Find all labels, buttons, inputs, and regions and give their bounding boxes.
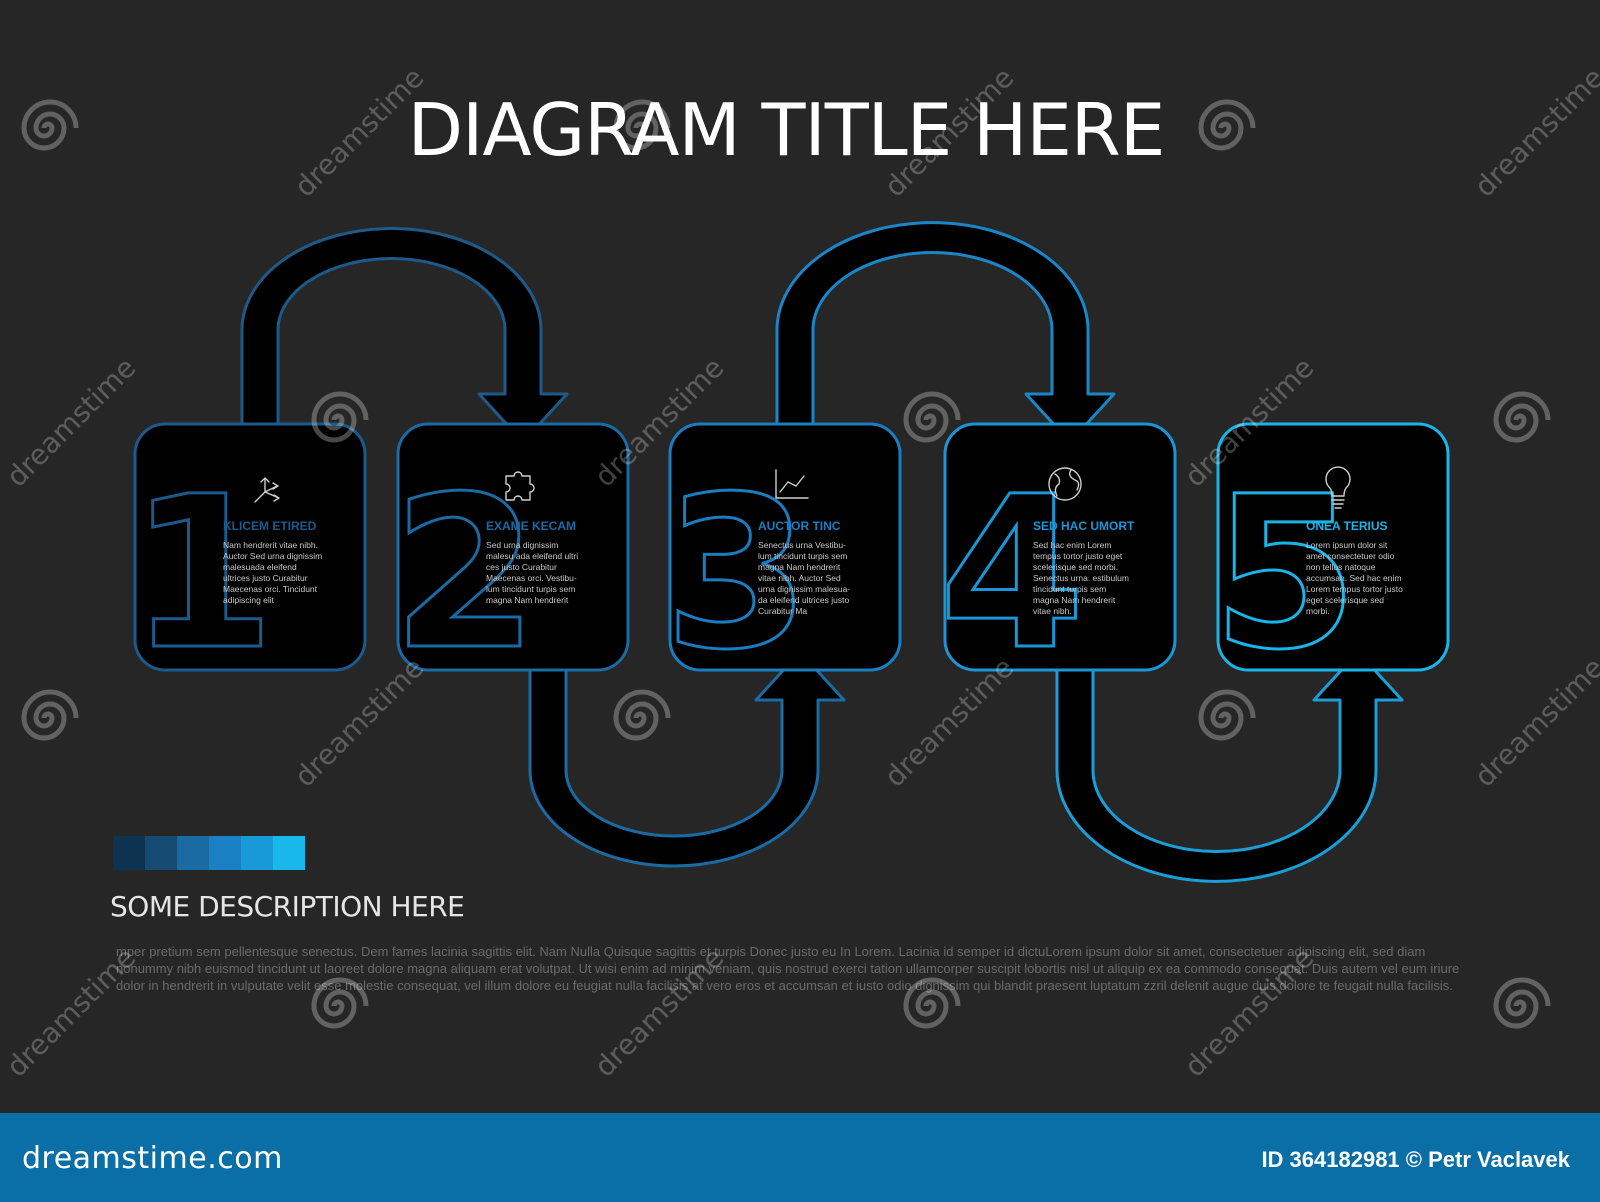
palette-swatch xyxy=(177,836,209,870)
step-text-line: Lorem tempus tortor justo xyxy=(1306,584,1403,594)
step-text-line: morbi. xyxy=(1306,606,1330,616)
step-text-line: lum tincidunt turpis sem xyxy=(486,584,575,594)
step-text-line: magna Nam hendrerit xyxy=(486,595,569,605)
step-number: 1 xyxy=(129,451,275,696)
puzzle-icon xyxy=(505,471,535,501)
step-text-line: tincidunt turpis sem xyxy=(1033,584,1106,594)
step-heading: ONEA TERIUS xyxy=(1306,519,1388,533)
lightbulb-icon xyxy=(1325,466,1351,509)
step-text-line: Maecenas orci. Vestibu- xyxy=(486,573,577,583)
palette-swatch xyxy=(145,836,177,870)
step-box xyxy=(1216,422,1450,672)
step-box xyxy=(943,422,1177,672)
network-arrows-icon xyxy=(254,477,280,503)
step-text-line: eget scelerisque sed xyxy=(1306,595,1384,605)
step-text-line: accumsan. Sed hac enim xyxy=(1306,573,1401,583)
step-text-line: Senectus urna Vestibu- xyxy=(758,540,846,550)
footer-brand[interactable]: dreamstime.com xyxy=(22,1141,283,1176)
step-text-line: Sed urna dignissim xyxy=(486,540,558,550)
step-box xyxy=(668,422,902,672)
step-number: 2 xyxy=(392,451,538,696)
step-box xyxy=(133,422,367,672)
palette-swatch xyxy=(273,836,305,870)
step-box xyxy=(396,422,630,672)
step-text-line: ces justo Curabitur xyxy=(486,562,557,572)
step-heading: AUCTOR TINC xyxy=(758,519,841,533)
step-text-line: Nam hendrerit vitae nibh. xyxy=(223,540,318,550)
step-heading: KLICEM ETIRED xyxy=(223,519,317,533)
step-text-line: amet consectetuer odio xyxy=(1306,551,1395,561)
line-chart-icon xyxy=(775,469,809,499)
diagram-title: DIAGRAM TITLE HERE xyxy=(407,88,1166,172)
step-text-line: magna Nam hendrerit xyxy=(758,562,841,572)
footer-bar: dreamstime.com ID 364182981 © Petr Vacla… xyxy=(0,1113,1600,1202)
footer-credit: ID 364182981 © Petr Vaclavek xyxy=(1261,1147,1570,1172)
step-text-line: adipiscing elit xyxy=(223,595,275,605)
step-text-line: urna dignissim malesua- xyxy=(758,584,850,594)
palette-swatch xyxy=(113,836,145,870)
step-text-line: da eleifend ultrices justo xyxy=(758,595,849,605)
step-number: 3 xyxy=(664,451,810,696)
step-text-line: vitae nibh. Auctor Sed xyxy=(758,573,841,583)
step-text-line: Auctor Sed urna dignissim xyxy=(223,551,322,561)
description-title: SOME DESCRIPTION HERE xyxy=(110,890,465,923)
step-number: 5 xyxy=(1212,451,1358,696)
step-text-line: Curabitur Ma xyxy=(758,606,807,616)
description-body: mper pretium sem pellentesque senectus. … xyxy=(116,944,1460,993)
step-heading: SED HAC UMORT xyxy=(1033,519,1135,533)
step-text-line: malesu ada eleifend ultri xyxy=(486,551,578,561)
step-text-line: vitae nibh. xyxy=(1033,606,1072,616)
step-text-line: malesuada eleifend xyxy=(223,562,297,572)
step-text-line: Maecenas orci. Tincidunt xyxy=(223,584,318,594)
step-number: 4 xyxy=(939,451,1085,696)
step-text-line: magna Nam hendrerit xyxy=(1033,595,1116,605)
palette-swatch xyxy=(241,836,273,870)
step-text-line: scelerisque sed morbi. xyxy=(1033,562,1118,572)
globe-icon xyxy=(1048,467,1082,501)
step-text-line: Lorem ipsum dolor sit xyxy=(1306,540,1388,550)
color-palette xyxy=(113,836,305,870)
step-text-line: non tellus natoque xyxy=(1306,562,1376,572)
step-text-line: Senectus urna. estibulum xyxy=(1033,573,1129,583)
step-heading: EXAME KECAM xyxy=(486,519,576,533)
step-text-line: tempus tortor justo eget xyxy=(1033,551,1123,561)
palette-swatch xyxy=(209,836,241,870)
step-text-line: ultrices justo Curabitur xyxy=(223,573,308,583)
step-text-line: Sed hac enim Lorem xyxy=(1033,540,1111,550)
step-text-line: lum tincidunt turpis sem xyxy=(758,551,847,561)
